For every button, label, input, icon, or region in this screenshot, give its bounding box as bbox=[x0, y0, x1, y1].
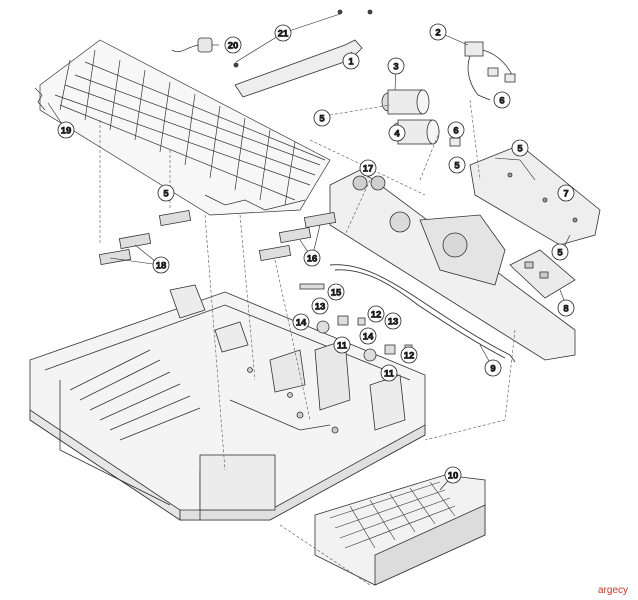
callout-1: 1 bbox=[342, 52, 360, 70]
callout-6a: 6 bbox=[493, 91, 511, 109]
callout-14a-label: 14 bbox=[296, 318, 307, 329]
callout-17: 17 bbox=[359, 159, 377, 177]
callout-5c-label: 5 bbox=[454, 161, 460, 172]
small-parts bbox=[98, 210, 413, 362]
callout-5c: 5 bbox=[448, 156, 466, 174]
callout-10: 10 bbox=[444, 466, 462, 484]
callout-5a-label: 5 bbox=[319, 114, 325, 125]
callout-15-label: 15 bbox=[331, 288, 342, 299]
paper-tray-insert bbox=[314, 474, 486, 586]
control-board bbox=[509, 249, 576, 299]
callout-5e: 5 bbox=[551, 243, 569, 261]
callout-9: 9 bbox=[484, 359, 502, 377]
tray-base bbox=[29, 284, 426, 521]
callout-17-label: 17 bbox=[363, 164, 374, 175]
callout-7: 7 bbox=[557, 184, 575, 202]
callout-12a-label: 12 bbox=[371, 310, 382, 321]
callout-8: 8 bbox=[557, 299, 575, 317]
callout-5d-label: 5 bbox=[517, 144, 523, 155]
callout-16-label: 16 bbox=[307, 254, 318, 265]
callout-5e-label: 5 bbox=[557, 248, 563, 259]
callout-18-label: 18 bbox=[156, 261, 167, 272]
callout-21: 21 bbox=[274, 24, 292, 42]
callout-1-label: 1 bbox=[348, 57, 354, 68]
callout-14b: 14 bbox=[359, 327, 377, 345]
callout-11b-label: 11 bbox=[384, 369, 395, 380]
callout-12b-label: 12 bbox=[404, 351, 415, 362]
callout-13b-label: 13 bbox=[388, 317, 399, 328]
callout-11b: 11 bbox=[380, 364, 398, 382]
callout-11a: 11 bbox=[333, 336, 351, 354]
callouts: 1 2 3 4 5 5 5 5 5 6 6 7 8 9 10 11 11 12 … bbox=[57, 23, 575, 484]
drive-belt bbox=[329, 264, 516, 363]
gear-pair bbox=[352, 175, 386, 191]
callout-21-label: 21 bbox=[278, 29, 289, 40]
reference-lines bbox=[99, 99, 516, 586]
callout-13a: 13 bbox=[311, 297, 329, 315]
callout-20: 20 bbox=[224, 36, 242, 54]
motor-3 bbox=[381, 89, 430, 115]
callout-15: 15 bbox=[327, 283, 345, 301]
solenoid-assembly bbox=[171, 37, 213, 53]
watermark: argecy bbox=[597, 585, 628, 596]
callout-6b: 6 bbox=[447, 121, 465, 139]
callout-16: 16 bbox=[303, 249, 321, 267]
callout-5b: 5 bbox=[157, 184, 175, 202]
callout-4: 4 bbox=[388, 124, 406, 142]
callout-19-label: 19 bbox=[61, 126, 72, 137]
wire-guide-frame bbox=[34, 39, 331, 216]
callout-14a: 14 bbox=[292, 313, 310, 331]
callout-5b-label: 5 bbox=[163, 189, 169, 200]
callout-5a: 5 bbox=[313, 109, 331, 127]
callout-3-label: 3 bbox=[393, 62, 398, 73]
callout-6a-label: 6 bbox=[499, 96, 504, 107]
callout-5d: 5 bbox=[511, 139, 529, 157]
callout-13a-label: 13 bbox=[315, 302, 326, 313]
callout-2: 2 bbox=[429, 23, 447, 41]
callout-7-label: 7 bbox=[563, 189, 568, 200]
callout-9-label: 9 bbox=[490, 364, 495, 375]
callout-18: 18 bbox=[152, 256, 170, 274]
callout-20-label: 20 bbox=[228, 41, 239, 52]
callout-8-label: 8 bbox=[563, 304, 568, 315]
callout-12b: 12 bbox=[400, 346, 418, 364]
callout-6b-label: 6 bbox=[453, 126, 458, 137]
callout-13b: 13 bbox=[384, 312, 402, 330]
callout-14b-label: 14 bbox=[363, 332, 374, 343]
callout-12a: 12 bbox=[367, 305, 385, 323]
callout-2-label: 2 bbox=[435, 28, 440, 39]
pivot-bar bbox=[233, 9, 373, 98]
callout-10-label: 10 bbox=[448, 471, 459, 482]
callout-3: 3 bbox=[387, 57, 405, 75]
side-frame bbox=[329, 169, 576, 361]
callout-11a-label: 11 bbox=[337, 341, 348, 352]
callout-4-label: 4 bbox=[394, 129, 400, 140]
callout-19: 19 bbox=[57, 121, 75, 139]
